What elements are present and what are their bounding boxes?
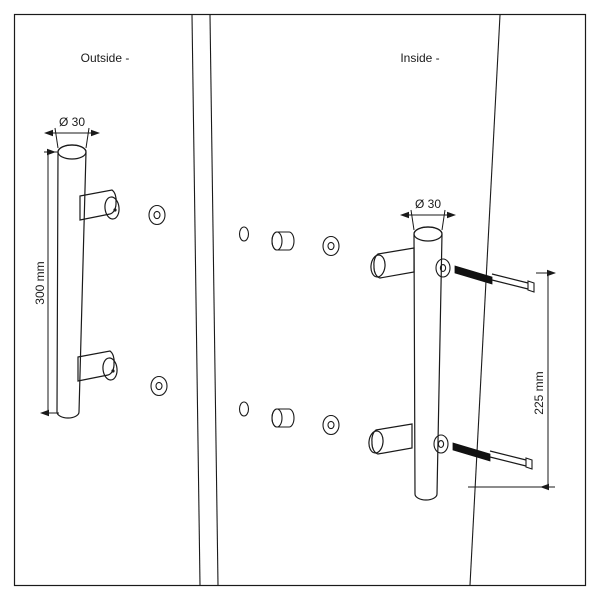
title-outside: Outside - [81, 51, 130, 65]
through-bolts [452, 265, 535, 470]
washer-rings-outside [148, 204, 168, 397]
label-length-left: 300 mm [33, 261, 47, 304]
dimension-length-left: 300 mm [33, 148, 59, 417]
label-diameter-right: Ø 30 [415, 197, 441, 211]
drawing-border [13, 13, 587, 587]
label-diameter-left: Ø 30 [59, 115, 85, 129]
label-centers-right: 225 mm [532, 371, 546, 414]
pull-handle-outside [56, 144, 120, 419]
title-inside: Inside - [400, 51, 439, 65]
door-panel-lines [191, 14, 501, 586]
dimension-centers-right: 225 mm [468, 269, 556, 491]
spacer-sleeves [238, 226, 340, 436]
dimension-diameter-left: Ø 30 [44, 115, 100, 149]
pull-handle-inside [368, 226, 451, 501]
dimension-diameter-right: Ø 30 [400, 197, 456, 231]
